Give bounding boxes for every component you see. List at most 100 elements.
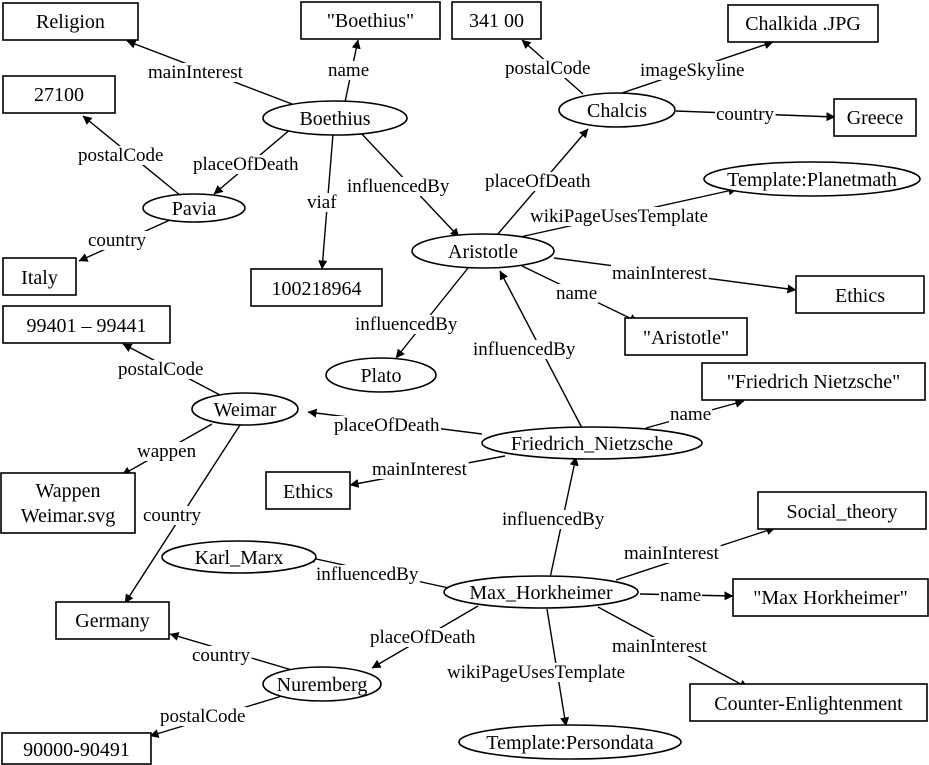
node-aristotle: Aristotle <box>411 233 555 269</box>
node-mh-name: "Max Horkheimer" <box>732 578 929 617</box>
edge-label-background <box>333 416 441 435</box>
edge-label-background <box>117 360 205 379</box>
edge-label-background <box>369 628 477 647</box>
edge-label-background <box>346 177 451 196</box>
svg-text:100218964: 100218964 <box>272 278 362 300</box>
node-greece: Greece <box>833 98 917 137</box>
svg-text:Plato: Plato <box>360 365 401 387</box>
label-mh-counter: mainInterest <box>612 636 708 657</box>
edge-label-background <box>472 340 577 359</box>
label-chalcis-postal: postalCode <box>505 58 591 79</box>
label-boethius-viaf: viaf <box>307 192 337 213</box>
edge-label-background <box>501 510 606 529</box>
svg-text:Ethics: Ethics <box>835 285 885 307</box>
node-religion: Religion <box>2 2 139 41</box>
edge-label-background <box>659 586 703 605</box>
svg-text:"Aristotle": "Aristotle" <box>643 327 729 349</box>
edge-label-background <box>715 105 776 124</box>
label-weimar-wappen: wappen <box>137 441 197 462</box>
edge-label-background <box>371 460 469 479</box>
svg-text:"Max Horkheimer": "Max Horkheimer" <box>753 587 908 609</box>
node-fn-name: "Friedrich Nietzsche" <box>701 362 926 401</box>
edge-labels: mainInterest name placeOfDeath postalCod… <box>77 58 776 727</box>
node-postal-27100: 27100 <box>2 75 116 114</box>
label-fn-aristotle: influencedBy <box>473 339 576 360</box>
label-aristotle-plato: influencedBy <box>355 314 458 335</box>
edge-label-background <box>327 61 371 80</box>
node-template-persondata: Template:Persondata <box>458 724 682 760</box>
edge-label-background <box>306 193 339 212</box>
node-social-theory: Social_theory <box>757 491 927 530</box>
edge-label-background <box>611 637 709 656</box>
svg-text:Weimar.svg: Weimar.svg <box>21 505 115 527</box>
edge-label-background <box>611 264 709 283</box>
edge-aristotle-plato <box>395 267 469 359</box>
label-mh-marx: influencedBy <box>316 564 419 585</box>
svg-text:Friedrich_Nietzsche: Friedrich_Nietzsche <box>511 433 673 455</box>
svg-text:"Boethius": "Boethius" <box>327 10 414 32</box>
svg-text:Social_theory: Social_theory <box>786 501 897 523</box>
label-aristotle-ethics: mainInterest <box>612 263 708 284</box>
label-aristotle-name: name <box>556 283 597 304</box>
node-karl-marx: Karl_Marx <box>161 540 317 574</box>
svg-text:Ethics: Ethics <box>283 481 333 503</box>
node-plato: Plato <box>325 357 437 393</box>
node-template-planetmath: Template:Planetmath <box>703 161 921 197</box>
edge-label-background <box>87 231 148 250</box>
svg-text:Greece: Greece <box>847 107 904 129</box>
label-mh-social: mainInterest <box>624 543 720 564</box>
label-aristotle-template: wikiPageUsesTemplate <box>530 206 708 227</box>
svg-text:Template:Persondata: Template:Persondata <box>486 732 654 754</box>
node-ethics-1: Ethics <box>795 275 925 314</box>
edge-label-background <box>623 544 721 563</box>
svg-text:90000-90491: 90000-90491 <box>23 739 130 761</box>
svg-text:Religion: Religion <box>36 11 105 33</box>
node-boethius: Boethius <box>262 100 408 136</box>
svg-text:Chalcis: Chalcis <box>587 100 647 122</box>
edge-label-background <box>77 146 165 165</box>
edge-label-background <box>159 707 247 726</box>
label-mh-template: wikiPageUsesTemplate <box>447 662 625 683</box>
label-pavia-postal: postalCode <box>78 145 164 166</box>
svg-text:Chalkida .JPG: Chalkida .JPG <box>745 13 861 35</box>
edge-label-background <box>136 442 198 461</box>
label-mh-name: name <box>660 585 701 606</box>
node-postal-90000: 90000-90491 <box>1 732 152 765</box>
edge-label-background <box>446 663 627 682</box>
node-postal-341: 341 00 <box>451 1 542 40</box>
svg-text:99401 – 99441: 99401 – 99441 <box>27 315 147 337</box>
svg-text:Aristotle: Aristotle <box>448 241 518 263</box>
edge-label-background <box>192 155 300 174</box>
label-weimar-postal: postalCode <box>118 359 204 380</box>
edge-label-background <box>669 405 713 424</box>
node-chalcis: Chalcis <box>558 92 676 128</box>
node-nuremberg: Nuremberg <box>262 666 382 702</box>
label-mh-fn: influencedBy <box>502 509 605 530</box>
label-nuremberg-country: country <box>192 645 251 666</box>
label-chalcis-image: imageSkyline <box>640 60 744 81</box>
node-chalkida-jpg: Chalkida .JPG <box>727 4 879 43</box>
svg-text:Nuremberg: Nuremberg <box>277 674 368 696</box>
svg-text:"Friedrich Nietzsche": "Friedrich Nietzsche" <box>727 371 901 393</box>
node-weimar: Weimar <box>191 392 299 426</box>
node-pavia: Pavia <box>142 193 246 223</box>
edge-label-background <box>639 61 746 80</box>
svg-text:Pavia: Pavia <box>172 198 217 220</box>
label-chalcis-country: country <box>716 104 775 125</box>
label-mh-nuremberg: placeOfDeath <box>370 627 476 648</box>
node-counter-enlightenment: Counter-Enlightenment <box>689 683 928 722</box>
label-aristotle-chalcis: placeOfDeath <box>485 171 591 192</box>
label-nuremberg-postal: postalCode <box>160 706 246 727</box>
node-friedrich-nietzsche: Friedrich_Nietzsche <box>481 426 703 460</box>
edge-label-background <box>191 646 252 665</box>
label-pavia-country: country <box>88 230 147 251</box>
svg-text:27100: 27100 <box>34 84 84 106</box>
label-boethius-pavia: placeOfDeath <box>193 154 299 175</box>
edge-label-background <box>354 315 459 334</box>
svg-text:Max_Horkheimer: Max_Horkheimer <box>469 582 613 604</box>
label-weimar-country: country <box>143 505 202 526</box>
edge-label-background <box>529 207 710 226</box>
edge-label-background <box>315 565 420 584</box>
